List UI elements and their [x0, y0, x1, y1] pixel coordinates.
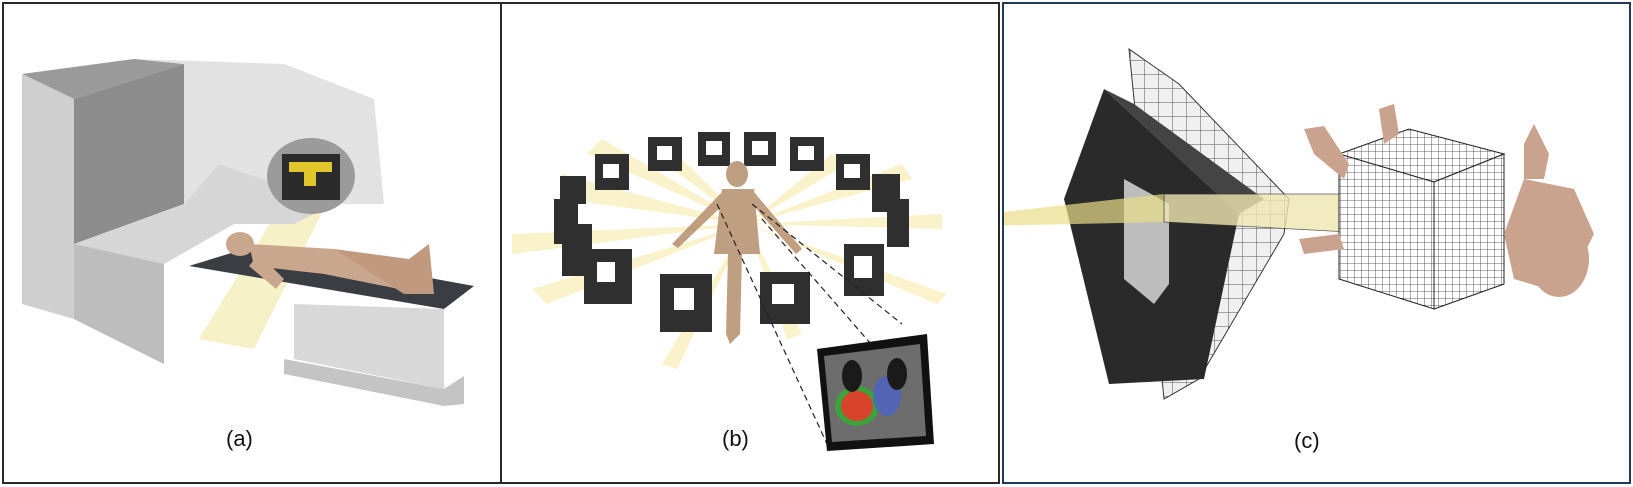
patient-head	[226, 232, 254, 256]
linac-illustration	[22, 59, 474, 406]
imrt-illustration	[512, 132, 947, 451]
patient-legs	[334, 244, 434, 294]
mlc-aperture	[289, 162, 332, 186]
mlc-block-5	[790, 137, 824, 171]
mlc-block-8	[887, 199, 909, 247]
patient-figure	[672, 161, 802, 344]
caption-b: (b)	[722, 426, 749, 451]
voxel-cube-side	[1433, 153, 1505, 310]
ct-lung-left	[842, 360, 862, 392]
panel-b-imrt: (b)	[502, 2, 1000, 484]
couch-foot	[284, 359, 464, 406]
voxel-illustration	[1004, 47, 1594, 400]
mlc-top-face	[1104, 89, 1264, 214]
ct-dose-red	[841, 391, 873, 421]
mlc-block-9	[844, 244, 884, 296]
gantry-arm-side	[74, 244, 164, 364]
couch-base	[294, 304, 444, 389]
mlc-block-3	[698, 132, 730, 166]
ct-lung-right	[887, 358, 907, 390]
ct-slice-icon	[817, 334, 934, 451]
mlc-block-2	[648, 137, 682, 171]
panel-a-linac: (a)	[2, 2, 502, 484]
mlc-block-10	[760, 272, 810, 324]
mlc-block-14	[554, 199, 578, 244]
mlc-block-15	[560, 176, 586, 204]
mlc-block-11	[660, 274, 712, 332]
patient-body-icon	[249, 244, 404, 289]
panel-c-voxel: (c)	[1002, 2, 1631, 484]
mlc-block-1	[595, 154, 629, 190]
caption-c: (c)	[1294, 428, 1320, 453]
mlc-block-4	[744, 132, 776, 166]
gantry-top-back	[22, 59, 184, 99]
gantry-shadow-face	[74, 64, 184, 244]
incident-beam	[1004, 194, 1164, 226]
caption-a: (a)	[226, 426, 253, 451]
patient-arm	[249, 254, 284, 289]
mlc-ring	[554, 132, 909, 332]
radiation-beam	[199, 209, 324, 349]
patient-body-icon	[1299, 104, 1594, 297]
gantry-left-face	[22, 74, 74, 319]
mlc-block-6	[836, 154, 870, 190]
